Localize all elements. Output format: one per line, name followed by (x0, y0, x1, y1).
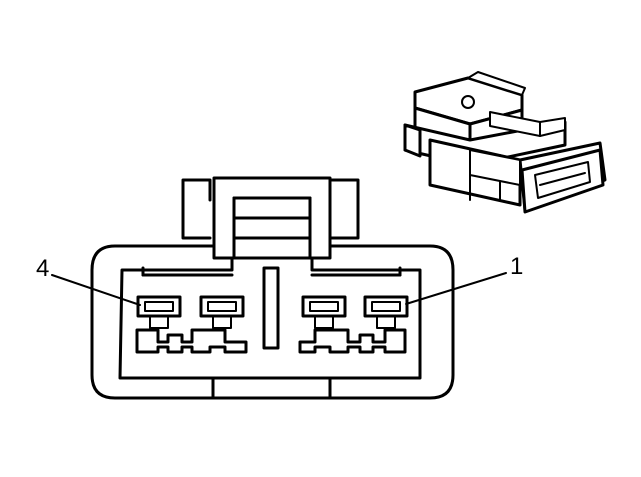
right-lock-tab (328, 178, 360, 240)
cavity-1 (363, 295, 409, 329)
leader-line-pin-4 (51, 274, 141, 306)
connector-face-view: 4 1 (36, 176, 523, 400)
center-key (262, 266, 280, 350)
cavity-3 (199, 295, 245, 329)
cavity-4 (136, 295, 182, 329)
cavity-2 (301, 295, 347, 329)
left-lock-tab (181, 178, 212, 240)
pin-4-label: 4 (36, 255, 49, 282)
pin-1-label: 1 (510, 253, 523, 280)
leader-line-pin-1 (405, 272, 507, 305)
terminal-cavities (135, 295, 409, 354)
connector-isometric-view (403, 71, 607, 214)
